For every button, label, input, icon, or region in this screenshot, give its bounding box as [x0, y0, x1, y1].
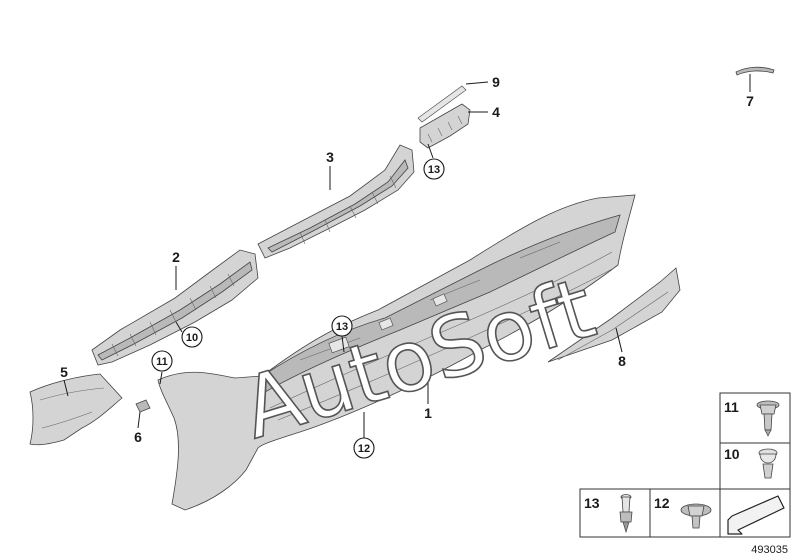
part-5-end-cap[interactable]	[29, 373, 123, 446]
callout-6: 6	[134, 429, 142, 445]
nut-12-icon	[680, 503, 712, 529]
callout-1: 1	[424, 405, 432, 421]
legend-box-arrow	[719, 488, 791, 538]
callout-13b-circle	[331, 315, 353, 337]
reference-number: 493035	[751, 544, 788, 556]
legend-label-10: 10	[724, 446, 740, 462]
callout-9: 9	[492, 74, 500, 90]
callout-2: 2	[172, 249, 180, 265]
callout-11-circle	[151, 350, 173, 372]
legend-box-12[interactable]: 12	[649, 488, 721, 538]
legend-label-12: 12	[654, 495, 670, 511]
callout-10-circle	[181, 326, 203, 348]
clip-10-icon	[758, 448, 778, 479]
callout-13a: 13	[428, 164, 440, 176]
callout-7: 7	[746, 93, 754, 109]
callouts: 1 2 3 4 5 6 7 8 9 10 11 12 13 13	[60, 74, 754, 459]
callout-4: 4	[492, 104, 500, 120]
legend-box-10[interactable]: 10	[719, 442, 791, 490]
leader-lines	[63, 74, 751, 438]
callout-8: 8	[618, 353, 626, 369]
callout-12-circle	[353, 437, 375, 459]
callout-3: 3	[326, 149, 334, 165]
callout-12: 12	[358, 443, 370, 455]
callout-10: 10	[186, 332, 198, 344]
callout-11: 11	[156, 356, 168, 368]
direction-arrow-icon	[727, 495, 785, 535]
part-2-bracket[interactable]	[91, 249, 259, 366]
fastener-legend: 11 10 13	[579, 392, 791, 538]
callout-5: 5	[60, 364, 68, 380]
part-9-trim-strip[interactable]	[417, 85, 467, 123]
legend-box-13[interactable]: 13	[579, 488, 651, 538]
part-1-side-sill-panel[interactable]	[157, 194, 636, 511]
part-8-wedge-trim[interactable]	[547, 267, 681, 363]
legend-label-13: 13	[584, 495, 600, 511]
part-6-clip[interactable]	[135, 399, 151, 413]
legend-box-11[interactable]: 11	[719, 392, 791, 444]
part-4-bracket[interactable]	[419, 103, 471, 149]
legend-label-11: 11	[724, 399, 739, 415]
part-7-curved-piece[interactable]	[735, 66, 775, 76]
callout-13b: 13	[336, 321, 348, 333]
push-rivet-11-icon	[756, 400, 780, 437]
callout-13a-circle	[423, 158, 445, 180]
part-3-bracket[interactable]	[257, 144, 415, 259]
screw-13-icon	[619, 494, 633, 534]
